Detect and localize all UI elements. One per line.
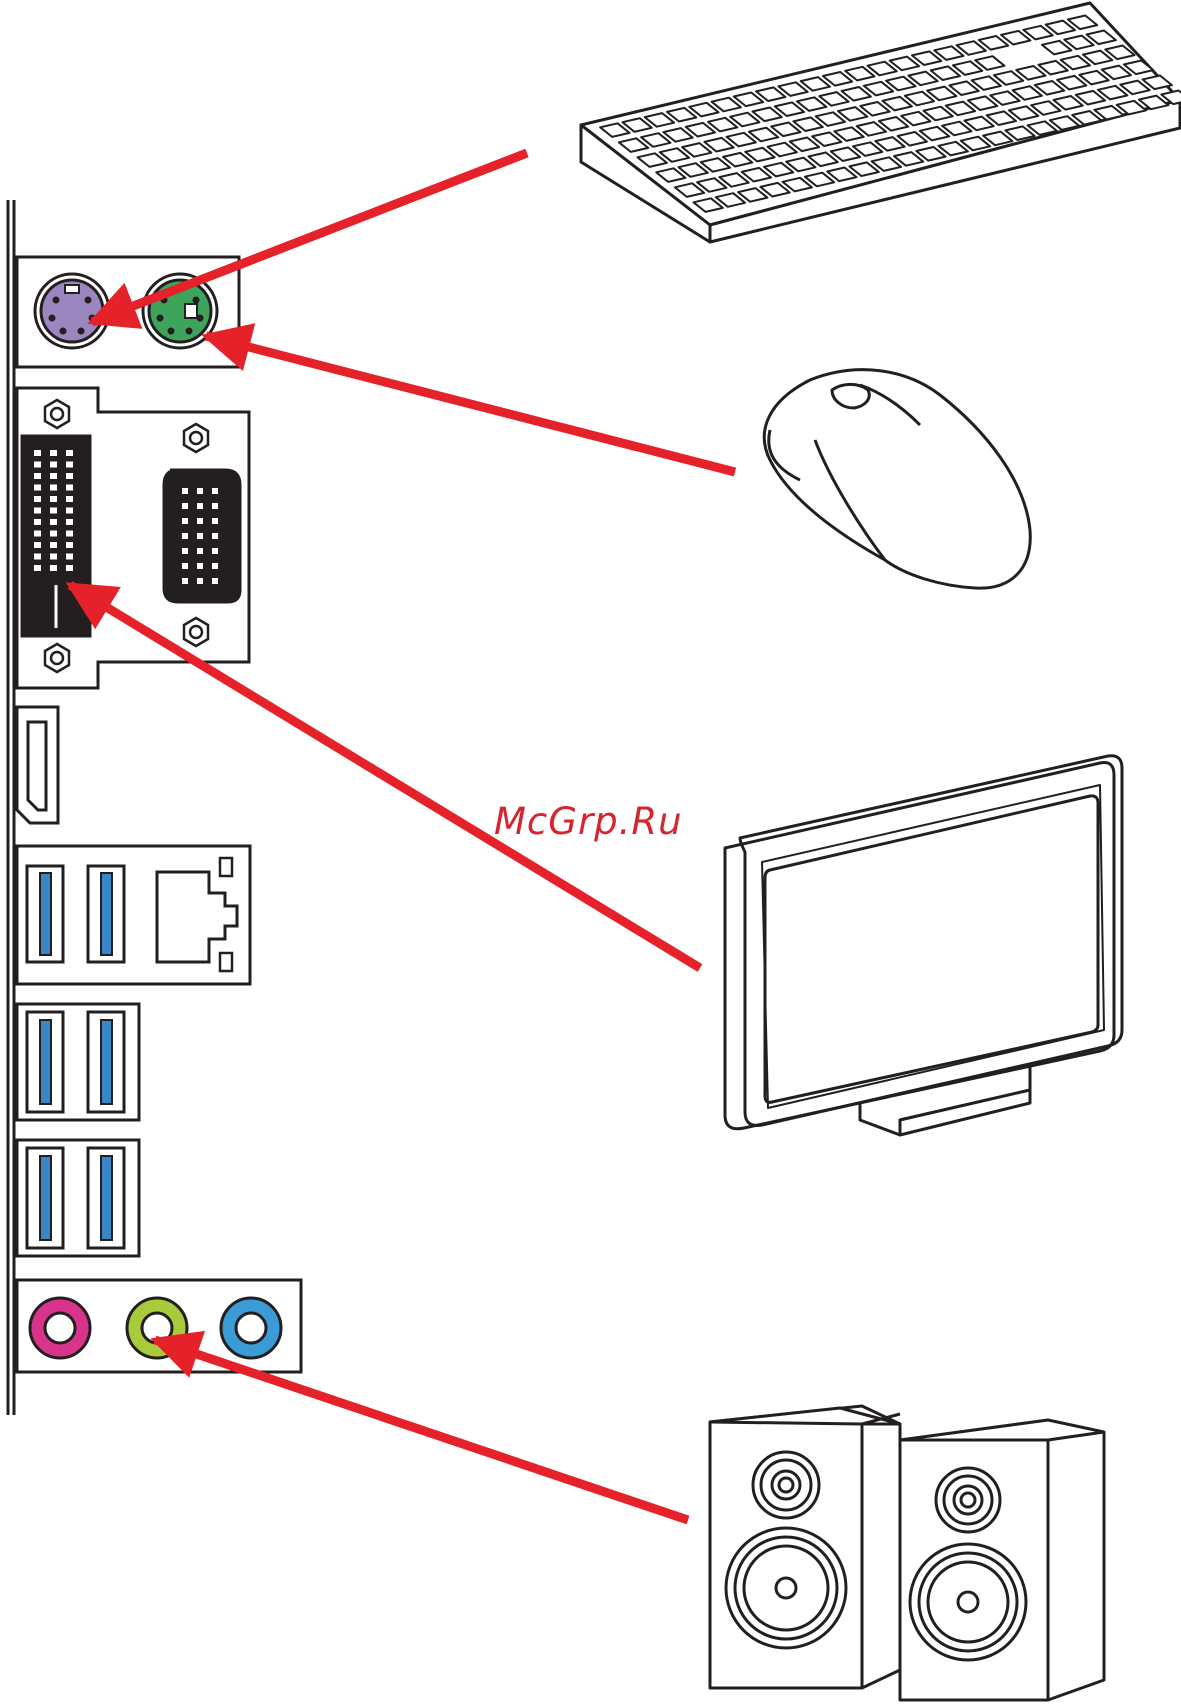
- dvi-pin: [34, 508, 41, 514]
- lan-port[interactable]: [157, 858, 237, 971]
- dvi-pin: [50, 565, 57, 571]
- vga-pin: [197, 533, 203, 539]
- vga-pin: [212, 548, 218, 554]
- dvi-pin: [34, 473, 41, 479]
- dvi-pin: [50, 519, 57, 525]
- keyboard-icon: [581, 3, 1181, 242]
- usb-port[interactable]: [27, 1012, 63, 1112]
- dvi-pin: [34, 462, 41, 468]
- dvi-pin: [34, 450, 41, 456]
- vga-pin: [182, 578, 188, 584]
- dvi-pin: [50, 554, 57, 560]
- dvi-pin: [66, 531, 73, 537]
- dvi-port[interactable]: [22, 436, 90, 636]
- dvi-pin: [66, 462, 73, 468]
- vga-pin: [197, 503, 203, 509]
- vga-pin: [182, 533, 188, 539]
- usb-port[interactable]: [88, 1148, 124, 1248]
- vga-pin: [182, 548, 188, 554]
- vga-pin: [197, 578, 203, 584]
- dvi-pin: [66, 450, 73, 456]
- speaker-left: [710, 1406, 900, 1688]
- mouse-icon: [764, 370, 1030, 588]
- vga-pin: [212, 533, 218, 539]
- dvi-pin: [50, 473, 57, 479]
- dvi-pin: [34, 565, 41, 571]
- dvi-pin: [50, 531, 57, 537]
- speakers-icon: [710, 1406, 1104, 1700]
- dvi-pin: [50, 508, 57, 514]
- vga-pin: [182, 503, 188, 509]
- vga-pin: [212, 563, 218, 569]
- dvi-pin: [66, 519, 73, 525]
- vga-port[interactable]: [164, 470, 240, 602]
- arrow-keyboard-to-ps2: [92, 153, 527, 322]
- usb-block: [17, 1140, 139, 1256]
- video-block: [17, 388, 249, 688]
- rear-io-panel: [8, 200, 301, 1415]
- vga-pin: [182, 488, 188, 494]
- usb-port[interactable]: [27, 866, 63, 962]
- dvi-pin: [34, 554, 41, 560]
- usb-port[interactable]: [27, 1148, 63, 1248]
- vga-pin: [197, 548, 203, 554]
- vga-pin: [212, 488, 218, 494]
- vga-pin: [182, 518, 188, 524]
- dvi-pin: [50, 542, 57, 548]
- dvi-pin: [66, 508, 73, 514]
- usb-port[interactable]: [88, 866, 124, 962]
- vga-pin: [212, 503, 218, 509]
- usb-block: [17, 1004, 139, 1120]
- arrow-mouse-to-ps2: [206, 336, 735, 472]
- dvi-pin: [66, 485, 73, 491]
- audio-block: [17, 1280, 301, 1372]
- arrow-speakers-to-audio: [155, 1340, 688, 1520]
- vga-pin: [182, 563, 188, 569]
- dvi-pin: [50, 496, 57, 502]
- audio-line-in-port[interactable]: [221, 1298, 281, 1358]
- dvi-pin: [66, 496, 73, 502]
- vga-pin: [212, 578, 218, 584]
- dvi-pin: [50, 450, 57, 456]
- dvi-pin: [34, 531, 41, 537]
- watermark-text: McGrp.Ru: [494, 800, 683, 843]
- speaker-right: [900, 1420, 1104, 1700]
- vga-pin: [197, 563, 203, 569]
- dvi-pin: [50, 485, 57, 491]
- dvi-pin: [34, 519, 41, 525]
- audio-mic-in-port[interactable]: [30, 1298, 90, 1358]
- dvi-pin: [66, 565, 73, 571]
- vga-pin: [197, 488, 203, 494]
- dvi-pin: [66, 542, 73, 548]
- dvi-pin: [66, 554, 73, 560]
- dvi-pin: [50, 462, 57, 468]
- monitor-icon: [725, 756, 1122, 1135]
- dvi-pin: [34, 485, 41, 491]
- vga-pin: [197, 518, 203, 524]
- ps2-keyboard-port[interactable]: [35, 274, 109, 348]
- dvi-pin: [34, 496, 41, 502]
- vga-pin: [212, 518, 218, 524]
- dvi-pin: [34, 542, 41, 548]
- dvi-pin: [66, 473, 73, 479]
- usb-lan-block: [17, 846, 250, 984]
- usb-port[interactable]: [88, 1012, 124, 1112]
- hdmi-port[interactable]: [17, 707, 58, 823]
